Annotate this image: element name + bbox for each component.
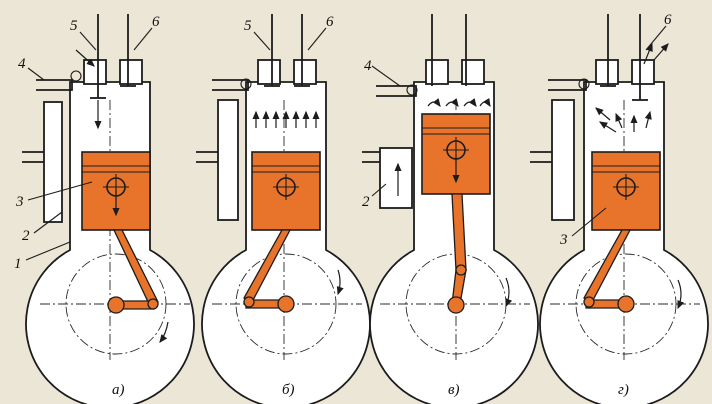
leader-1: [25, 241, 71, 261]
leader-2: [33, 211, 63, 234]
stage-b-compression: 5 6 б): [196, 14, 371, 404]
exhaust-port: [119, 59, 143, 85]
intake-flow-arrow: [75, 49, 95, 67]
side-cylinder: [551, 99, 575, 221]
crank-pin: [583, 296, 595, 308]
side-port: [22, 151, 44, 163]
crankshaft: [107, 296, 125, 314]
leader-4: [371, 65, 401, 87]
exhaust-arrow: [598, 121, 617, 133]
crankshaft: [277, 295, 295, 313]
intake-port: [425, 59, 449, 85]
exhaust-arrow: [653, 43, 669, 61]
side-cylinder: [43, 101, 63, 223]
caption-c: в): [448, 382, 460, 398]
label-4: 4: [18, 56, 26, 72]
exhaust-arrow: [595, 107, 611, 121]
crankshaft: [447, 296, 465, 314]
combustion-arrow: [463, 98, 477, 107]
label-3: 3: [559, 232, 568, 248]
rotation-arrow: [159, 321, 169, 343]
exhaust-port: [461, 59, 485, 85]
leader-6: [307, 27, 327, 51]
caption-d: г): [618, 382, 629, 398]
pipe-joint: [70, 70, 82, 82]
exhaust-arrow: [643, 42, 653, 65]
label-6: 6: [152, 14, 160, 30]
pipe-joint: [578, 78, 590, 90]
caption-a: а): [112, 382, 125, 398]
leader-6: [645, 25, 667, 51]
exhaust-arrow: [615, 112, 623, 129]
label-1: 1: [14, 256, 22, 272]
leader-5: [79, 31, 97, 51]
engine-body: [539, 81, 709, 404]
exhaust-port: [293, 59, 317, 85]
crank-circle: [235, 253, 337, 355]
leader-4: [27, 67, 45, 81]
intake-pipe: [548, 79, 587, 91]
rotation-arrow: [336, 269, 344, 296]
label-5: 5: [70, 18, 78, 34]
side-port: [530, 151, 552, 163]
label-2: 2: [362, 194, 370, 210]
combustion-arrow: [427, 98, 441, 107]
leader-5: [253, 31, 271, 51]
crank-pin: [147, 298, 159, 310]
label-2: 2: [22, 228, 30, 244]
intake-port: [83, 59, 107, 85]
label-6: 6: [664, 12, 672, 28]
leader-6: [133, 27, 153, 51]
stage-d-exhaust: 3 6 г): [530, 12, 709, 404]
rotation-arrow: [677, 279, 685, 310]
exhaust-port: [631, 59, 655, 85]
intake-pipe: [212, 79, 249, 91]
exhaust-arrow: [644, 110, 652, 129]
label-4: 4: [364, 58, 372, 74]
stage-a-intake: 1 2 3 4 5 6 а): [14, 14, 195, 404]
combustion-arrow: [479, 97, 491, 108]
intake-pipe: [36, 79, 73, 91]
label-5: 5: [244, 18, 252, 34]
pipe-joint: [406, 84, 418, 96]
crank-pin: [243, 296, 255, 308]
stage-c-power: 4 2 в): [362, 14, 539, 404]
intake-pipe: [376, 85, 417, 97]
combustion-arrow: [445, 98, 459, 107]
side-port: [196, 151, 218, 163]
pipe-joint: [240, 78, 252, 90]
side-cylinder: [217, 99, 239, 221]
caption-b: б): [282, 382, 295, 398]
label-6: 6: [326, 14, 334, 30]
leader-3: [571, 207, 607, 237]
crank-pin: [455, 264, 467, 276]
side-cylinder: [379, 147, 413, 209]
engine-body: [25, 81, 195, 404]
intake-port: [595, 59, 619, 85]
leader-3: [27, 181, 93, 201]
side-port: [362, 151, 380, 163]
intake-port: [257, 59, 281, 85]
leader-2: [371, 183, 387, 197]
rotation-arrow: [505, 277, 513, 308]
crankshaft: [617, 295, 635, 313]
engine-body: [201, 81, 371, 404]
label-3: 3: [15, 194, 24, 210]
